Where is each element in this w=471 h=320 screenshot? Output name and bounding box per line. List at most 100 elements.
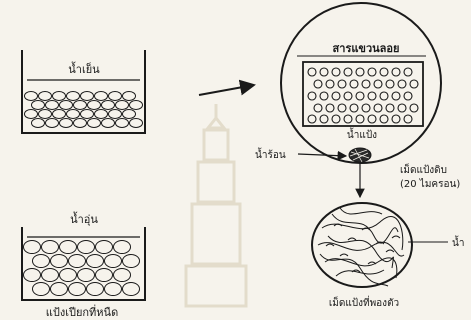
starch-granule <box>25 92 38 101</box>
swollen-granule <box>105 255 122 268</box>
suspended-granule <box>314 80 322 88</box>
compact-starch-granules <box>25 92 143 128</box>
swollen-granule <box>105 283 122 296</box>
starch-granule <box>123 110 136 119</box>
starch-granule <box>74 119 87 128</box>
starch-granule <box>95 92 108 101</box>
starch-chain <box>326 244 334 246</box>
suspended-granule <box>326 80 334 88</box>
suspended-granule <box>368 68 376 76</box>
suspended-granule <box>374 104 382 112</box>
water-label: น้ำ <box>452 235 464 249</box>
starch-granule <box>60 101 73 110</box>
suspended-granule <box>350 104 358 112</box>
swollen-granule <box>78 269 95 282</box>
starch-chain <box>328 236 393 268</box>
starch-chain <box>322 217 403 250</box>
suspended-granule <box>332 115 340 123</box>
suspended-granule <box>350 80 358 88</box>
starch-granule <box>109 92 122 101</box>
raw-starch-granule <box>349 148 371 162</box>
suspended-granule <box>320 115 328 123</box>
suspended-granule <box>356 115 364 123</box>
starch-granule <box>102 101 115 110</box>
starch-granule <box>116 119 129 128</box>
starch-granule <box>67 92 80 101</box>
suspended-granule <box>380 68 388 76</box>
starch-chain <box>340 254 348 256</box>
suspended-granule <box>410 80 418 88</box>
right-arrow <box>199 85 254 95</box>
suspended-granule <box>386 80 394 88</box>
starch-granule <box>39 110 52 119</box>
swollen-granule <box>42 269 59 282</box>
suspended-granule <box>398 80 406 88</box>
hot-water-arrow <box>298 154 346 156</box>
raw-granule-label: เม็ดแป้งดิบ <box>400 162 447 176</box>
suspended-granule <box>338 80 346 88</box>
suspended-granule <box>374 80 382 88</box>
swollen-granule <box>24 241 41 254</box>
starch-granule <box>46 119 59 128</box>
starch-granule <box>53 92 66 101</box>
swollen-granule <box>69 255 86 268</box>
starch-granule <box>88 101 101 110</box>
suspended-granule <box>320 92 328 100</box>
suspended-granule <box>362 80 370 88</box>
starch-chain <box>386 250 394 252</box>
suspended-granule <box>398 104 406 112</box>
hot-water-label: น้ำร้อน <box>255 147 286 161</box>
suspended-granule <box>362 104 370 112</box>
suspended-granule <box>404 68 412 76</box>
starch-water-label: น้ำแป้ง <box>347 127 377 141</box>
suspended-granule <box>314 104 322 112</box>
starch-granule <box>39 92 52 101</box>
suspended-granules <box>308 68 418 123</box>
starch-chain <box>392 236 400 238</box>
suspended-granule <box>380 115 388 123</box>
granule-size-label: (20 ไมครอน) <box>400 178 460 190</box>
starch-chain <box>325 258 397 278</box>
suspended-granule <box>332 68 340 76</box>
suspended-granule <box>308 115 316 123</box>
swollen-granule <box>51 283 68 296</box>
swollen-granule <box>69 283 86 296</box>
suspended-granule <box>392 92 400 100</box>
suspended-granule <box>338 104 346 112</box>
swollen-granule <box>42 241 59 254</box>
swollen-granule <box>96 269 113 282</box>
swollen-granule <box>96 241 113 254</box>
warm-water-label: น้ำอุ่น <box>70 211 98 226</box>
swollen-granule <box>114 269 131 282</box>
suspended-granule <box>392 68 400 76</box>
suspended-granule <box>344 115 352 123</box>
starch-granule <box>25 110 38 119</box>
suspended-granule <box>326 104 334 112</box>
starch-granule <box>46 101 59 110</box>
suspension-label: สารแขวนลอย <box>333 42 400 55</box>
starch-granule <box>130 119 143 128</box>
suspended-granule <box>404 92 412 100</box>
starch-granule <box>81 92 94 101</box>
swollen-granule <box>123 255 140 268</box>
starch-granule <box>60 119 73 128</box>
swollen-granule <box>33 255 50 268</box>
suspended-granule <box>356 92 364 100</box>
suspended-granule <box>380 92 388 100</box>
starch-granule <box>74 101 87 110</box>
starch-chain <box>336 270 384 276</box>
starch-granule <box>109 110 122 119</box>
swollen-granule-label: เม็ดแป้งที่พองตัว <box>329 295 399 309</box>
swollen-starch-granules <box>24 241 140 296</box>
suspended-granule <box>392 115 400 123</box>
wet-sticky-starch-label: แป้งเปียกที่หนืด <box>46 304 118 319</box>
suspended-granule <box>410 104 418 112</box>
starch-granule <box>95 110 108 119</box>
suspended-granule <box>368 115 376 123</box>
starch-granule <box>53 110 66 119</box>
swollen-granule <box>51 255 68 268</box>
starch-granule <box>67 110 80 119</box>
suspended-granule <box>344 68 352 76</box>
